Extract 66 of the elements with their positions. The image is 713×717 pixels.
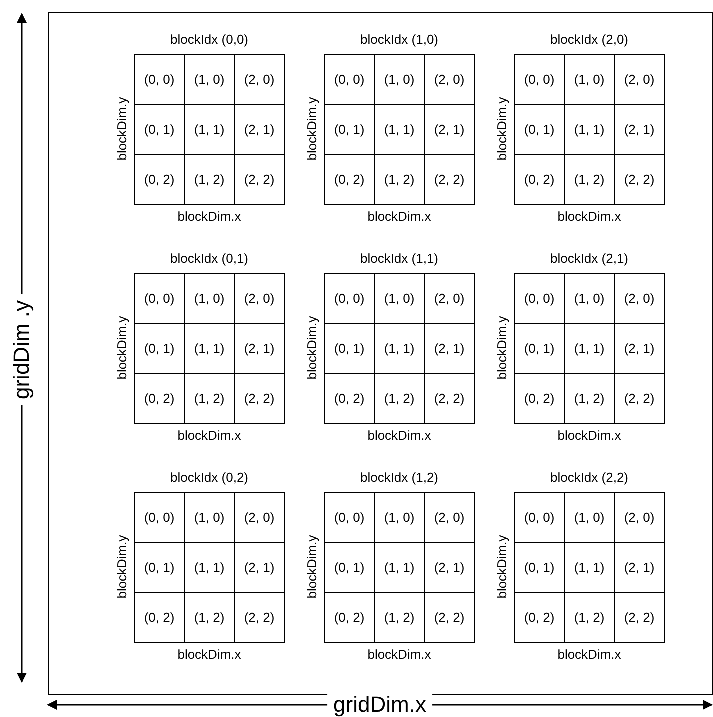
dimension-label: blockDim.x bbox=[368, 428, 432, 443]
grid-cell: (0, 0) bbox=[134, 54, 185, 105]
dimension-label: blockDim.x bbox=[178, 647, 242, 662]
grid-cell: (2, 0) bbox=[614, 273, 665, 324]
grid-cell: (2, 2) bbox=[234, 154, 285, 205]
dimension-label: blockDim.y bbox=[304, 316, 320, 380]
grid-cell: (2, 2) bbox=[424, 373, 475, 424]
dimension-label: gridDim .y bbox=[11, 294, 33, 406]
dimension-label: blockDim.x bbox=[368, 209, 432, 224]
grid-cell: (2, 2) bbox=[234, 373, 285, 424]
grid-cell: (0, 0) bbox=[514, 273, 565, 324]
dimension-label: blockDim.x bbox=[558, 647, 622, 662]
grid-cell: (0, 0) bbox=[324, 54, 375, 105]
grid-cell: (2, 0) bbox=[424, 492, 475, 543]
grid-cell: (0, 0) bbox=[134, 492, 185, 543]
grid-cell: (0, 2) bbox=[514, 373, 565, 424]
block-heading: blockIdx (0,0) bbox=[170, 32, 249, 47]
grid-frame bbox=[48, 12, 713, 695]
grid-cell: (2, 2) bbox=[614, 592, 665, 643]
grid-cell: (2, 0) bbox=[614, 54, 665, 105]
grid-cell: (2, 0) bbox=[234, 54, 285, 105]
grid-cell: (2, 0) bbox=[614, 492, 665, 543]
grid-cell: (2, 2) bbox=[614, 154, 665, 205]
block-heading: blockIdx (1,0) bbox=[360, 32, 439, 47]
dimension-label: blockDim.x bbox=[558, 209, 622, 224]
dimension-label: blockDim.x bbox=[178, 209, 242, 224]
grid-cell: (2, 0) bbox=[234, 492, 285, 543]
block-heading: blockIdx (2,0) bbox=[550, 32, 629, 47]
grid-cell: (0, 2) bbox=[324, 154, 375, 205]
grid-cell: (0, 0) bbox=[514, 54, 565, 105]
block-heading: blockIdx (2,1) bbox=[550, 251, 629, 266]
grid-cell: (2, 2) bbox=[424, 154, 475, 205]
dimension-label: blockDim.x bbox=[368, 647, 432, 662]
dimension-label: blockDim.x bbox=[178, 428, 242, 443]
block-heading: blockIdx (0,2) bbox=[170, 470, 249, 485]
block-heading: blockIdx (0,1) bbox=[170, 251, 249, 266]
block-heading: blockIdx (1,2) bbox=[360, 470, 439, 485]
grid-cell: (0, 2) bbox=[134, 592, 185, 643]
grid-cell: (2, 0) bbox=[424, 54, 475, 105]
dimension-label: blockDim.x bbox=[558, 428, 622, 443]
grid-cell: (2, 0) bbox=[424, 273, 475, 324]
grid-cell: (0, 0) bbox=[134, 273, 185, 324]
grid-cell: (0, 0) bbox=[324, 492, 375, 543]
dimension-label: blockDim.y bbox=[304, 97, 320, 161]
grid-cell: (0, 2) bbox=[514, 154, 565, 205]
dimension-label: blockDim.y bbox=[304, 535, 320, 599]
dimension-label: blockDim.y bbox=[114, 316, 130, 380]
grid-cell: (2, 2) bbox=[424, 592, 475, 643]
grid-cell: (0, 2) bbox=[514, 592, 565, 643]
block-heading: blockIdx (2,2) bbox=[550, 470, 629, 485]
grid-cell: (0, 2) bbox=[134, 154, 185, 205]
block-heading: blockIdx (1,1) bbox=[360, 251, 439, 266]
dimension-label: blockDim.y bbox=[494, 535, 510, 599]
grid-cell: (0, 0) bbox=[324, 273, 375, 324]
grid-cell: (2, 0) bbox=[234, 273, 285, 324]
dimension-label: blockDim.y bbox=[494, 316, 510, 380]
dimension-label: gridDim.x bbox=[328, 694, 432, 716]
dimension-label: blockDim.y bbox=[114, 535, 130, 599]
dimension-label: blockDim.y bbox=[494, 97, 510, 161]
grid-cell: (2, 2) bbox=[234, 592, 285, 643]
grid-cell: (0, 2) bbox=[324, 373, 375, 424]
dimension-label: blockDim.y bbox=[114, 97, 130, 161]
grid-cell: (0, 0) bbox=[514, 492, 565, 543]
grid-cell: (0, 2) bbox=[134, 373, 185, 424]
grid-cell: (0, 2) bbox=[324, 592, 375, 643]
grid-cell: (2, 2) bbox=[614, 373, 665, 424]
